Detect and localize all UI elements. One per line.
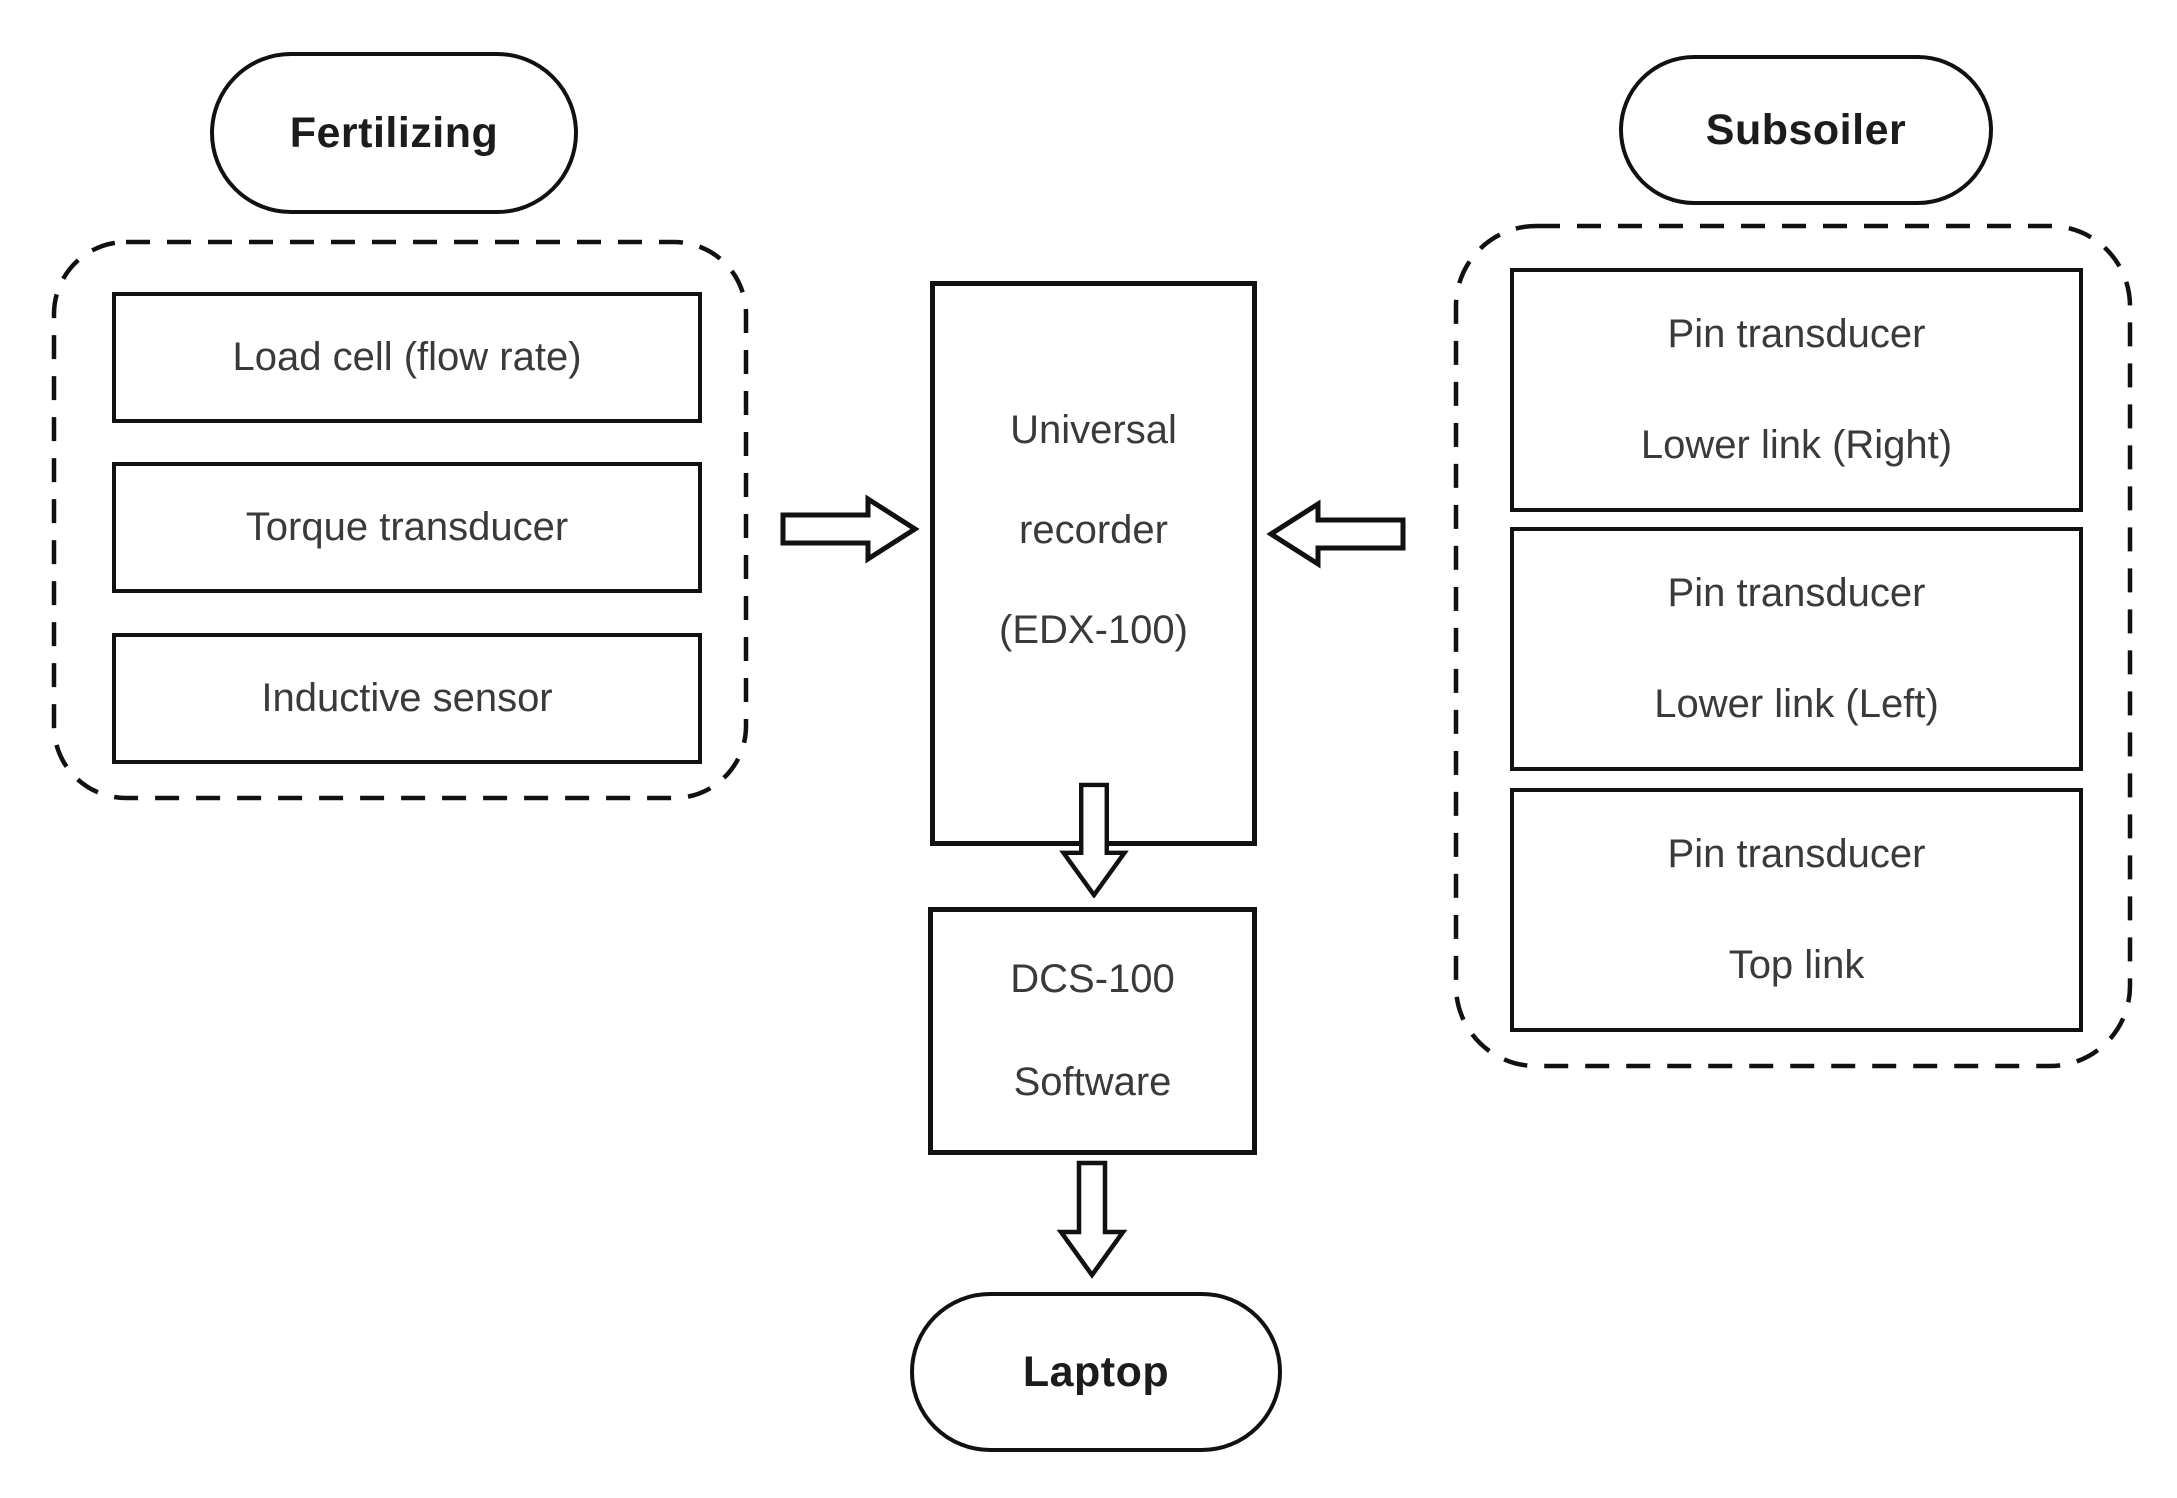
torque-transducer-box: Torque transducer — [112, 462, 702, 593]
dcs-software-box: DCS-100 Software — [928, 907, 1257, 1155]
inductive-sensor-label: Inductive sensor — [261, 676, 553, 720]
subsoiler-terminal: Subsoiler — [1619, 55, 1993, 205]
fertilizing-terminal-label: Fertilizing — [289, 108, 499, 157]
universal-recorder-line3: (EDX-100) — [999, 608, 1188, 652]
laptop-terminal: Laptop — [910, 1292, 1282, 1452]
universal-recorder-line1: Universal — [1010, 408, 1177, 452]
load-cell-label: Load cell (flow rate) — [232, 335, 582, 379]
inductive-sensor-box: Inductive sensor — [112, 633, 702, 764]
pin-transducer-top-link-line1: Pin transducer — [1667, 832, 1926, 876]
subsoiler-sensor-group-border — [1453, 223, 2133, 1069]
arrow-software-to-laptop-icon — [1057, 1160, 1127, 1279]
arrow-fertilizing-to-recorder-icon — [780, 494, 920, 564]
pin-transducer-top-link-box: Pin transducer Top link — [1510, 788, 2083, 1032]
pin-transducer-lower-left-line2: Lower link (Left) — [1654, 682, 1939, 726]
fertilizing-terminal: Fertilizing — [210, 52, 578, 214]
pin-transducer-lower-left-box: Pin transducer Lower link (Left) — [1510, 527, 2083, 771]
arrow-subsoiler-to-recorder-icon — [1266, 499, 1406, 569]
universal-recorder-line2: recorder — [1019, 508, 1168, 552]
pin-transducer-lower-right-line2: Lower link (Right) — [1640, 423, 1953, 467]
universal-recorder-box: Universal recorder (EDX-100) — [930, 281, 1257, 846]
laptop-terminal-label: Laptop — [1022, 1347, 1170, 1396]
torque-transducer-label: Torque transducer — [245, 505, 569, 549]
subsoiler-terminal-label: Subsoiler — [1705, 105, 1907, 154]
pin-transducer-lower-left-line1: Pin transducer — [1667, 571, 1926, 615]
arrow-recorder-to-software-icon — [1059, 782, 1129, 898]
pin-transducer-top-link-line2: Top link — [1728, 943, 1865, 987]
dcs-software-line2: Software — [1013, 1060, 1172, 1104]
load-cell-box: Load cell (flow rate) — [112, 292, 702, 423]
pin-transducer-lower-right-box: Pin transducer Lower link (Right) — [1510, 268, 2083, 512]
pin-transducer-lower-right-line1: Pin transducer — [1667, 312, 1926, 356]
dcs-software-line1: DCS-100 — [1010, 957, 1175, 1001]
fertilizing-sensor-group-border — [51, 239, 749, 801]
